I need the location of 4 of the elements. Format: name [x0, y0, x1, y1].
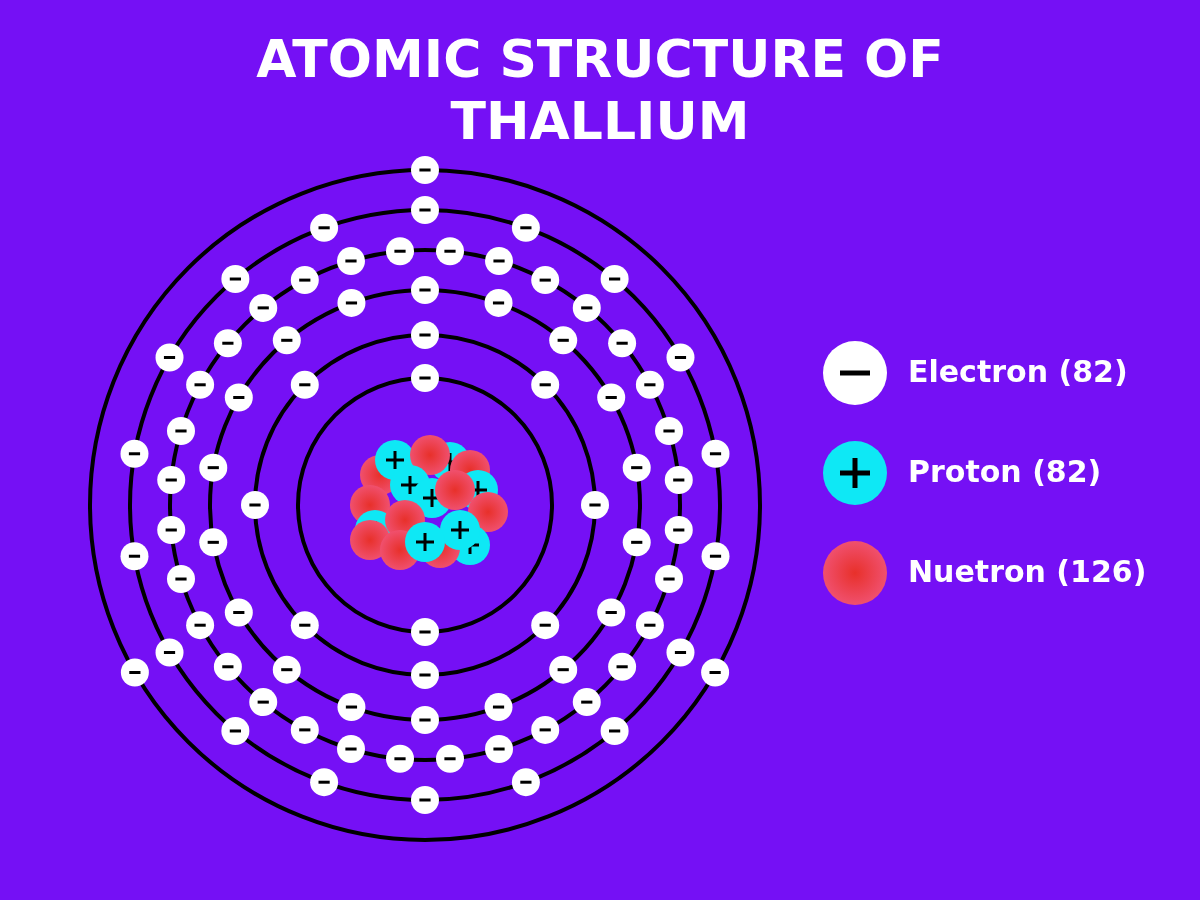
legend-label: Nuetron (126) — [908, 554, 1147, 589]
legend-label: Electron (82) — [908, 354, 1128, 389]
legend-label: Proton (82) — [908, 454, 1102, 489]
title: ATOMIC STRUCTURE OF THALLIUM — [255, 28, 945, 152]
